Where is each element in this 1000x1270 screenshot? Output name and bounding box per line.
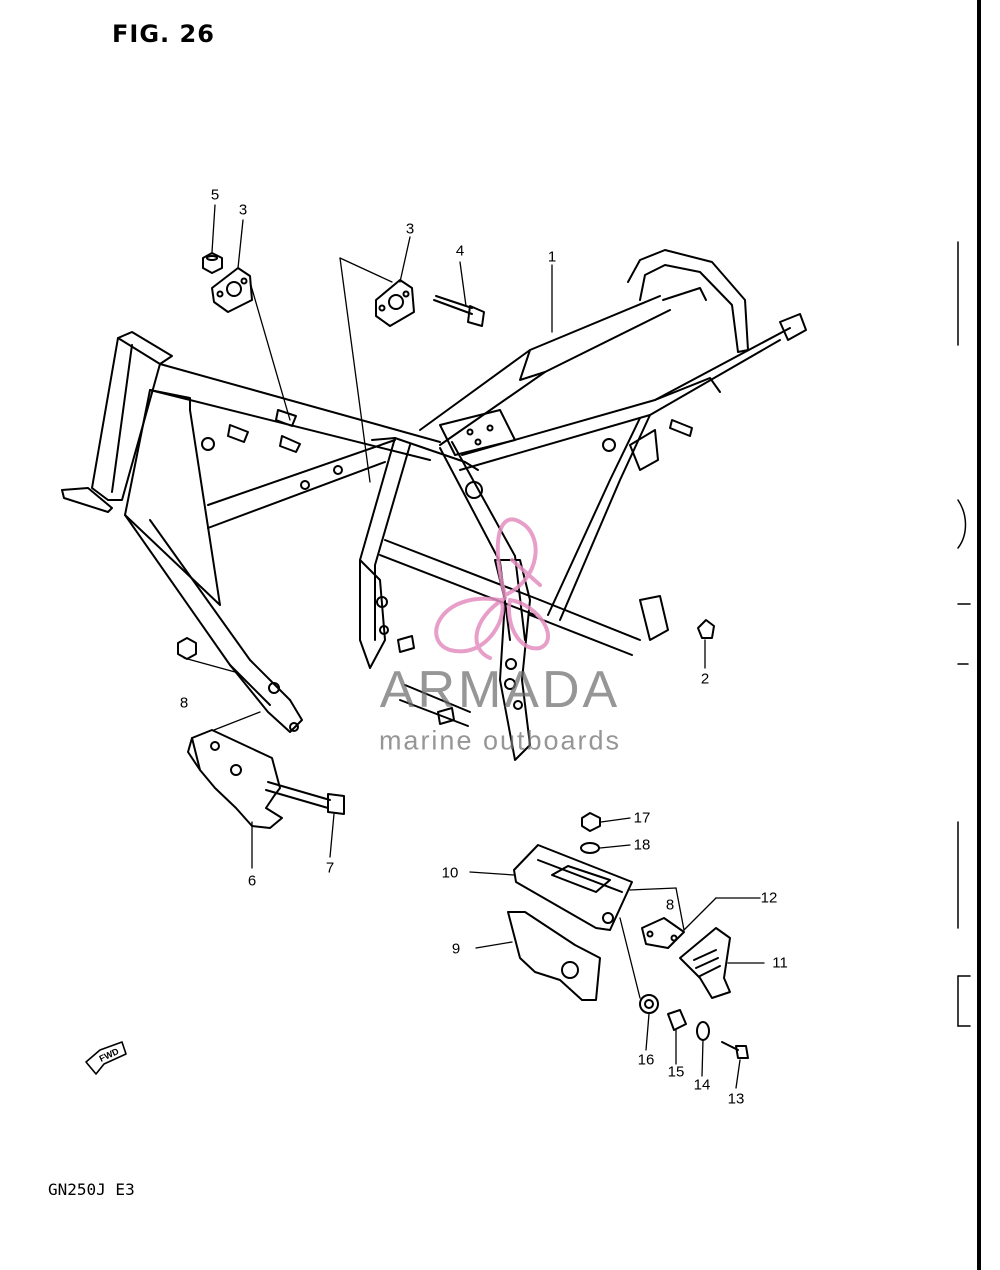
washer-part-14: [696, 1021, 710, 1041]
fwd-arrow-icon: FWD: [85, 1041, 127, 1075]
callout-5: 5: [210, 186, 220, 204]
watermark-brand: ARMADA: [379, 661, 621, 719]
armada-logo-icon: [434, 517, 550, 660]
bolt-part-4: [433, 295, 485, 327]
callout-10: 10: [441, 864, 459, 882]
grommet-part-16: [639, 994, 659, 1014]
edge-marks: [957, 241, 971, 1027]
plate-part-12: [641, 917, 685, 949]
callout-17: 17: [633, 809, 651, 827]
callout-6: 6: [247, 872, 257, 890]
callout-8: 8: [665, 896, 675, 914]
callout-11: 11: [772, 954, 788, 972]
nut-part-5: [202, 252, 223, 274]
engine-bracket-part-6: [187, 729, 283, 829]
callout-1: 1: [547, 248, 557, 266]
cushion-plate-part-3-left: [211, 267, 253, 313]
callout-9: 9: [451, 940, 461, 958]
collar-part-15: [667, 1009, 687, 1031]
nut-part-17: [581, 812, 601, 832]
main-frame: [61, 249, 807, 761]
battery-holder-part-10: [513, 844, 633, 931]
cushion-plate-part-3-right: [375, 279, 415, 327]
nut-part-8: [177, 637, 197, 660]
callout-14: 14: [693, 1076, 711, 1094]
callout-15: 15: [667, 1063, 685, 1081]
side-bracket-part-11: [679, 927, 731, 999]
callout-8: 8: [179, 694, 189, 712]
callout-3: 3: [238, 201, 248, 219]
page-edge-bar: [977, 0, 981, 1270]
cap-part-2: [697, 619, 715, 639]
bolt-part-7: [265, 781, 345, 815]
leader-lines: [183, 204, 765, 1089]
callout-12: 12: [760, 889, 778, 907]
callout-2: 2: [700, 670, 710, 688]
callout-18: 18: [633, 836, 651, 854]
callout-4: 4: [455, 242, 465, 260]
callout-7: 7: [325, 859, 335, 877]
bolt-part-13: [721, 1041, 749, 1059]
callout-13: 13: [727, 1090, 745, 1108]
figure-title: FIG. 26: [112, 20, 215, 48]
battery-cover-part-9: [507, 911, 601, 1001]
watermark-tagline: marine outboards: [378, 725, 622, 756]
callout-3: 3: [405, 220, 415, 238]
callout-16: 16: [637, 1051, 655, 1069]
washer-part-18: [580, 842, 600, 854]
model-code: GN250J E3: [48, 1180, 135, 1199]
